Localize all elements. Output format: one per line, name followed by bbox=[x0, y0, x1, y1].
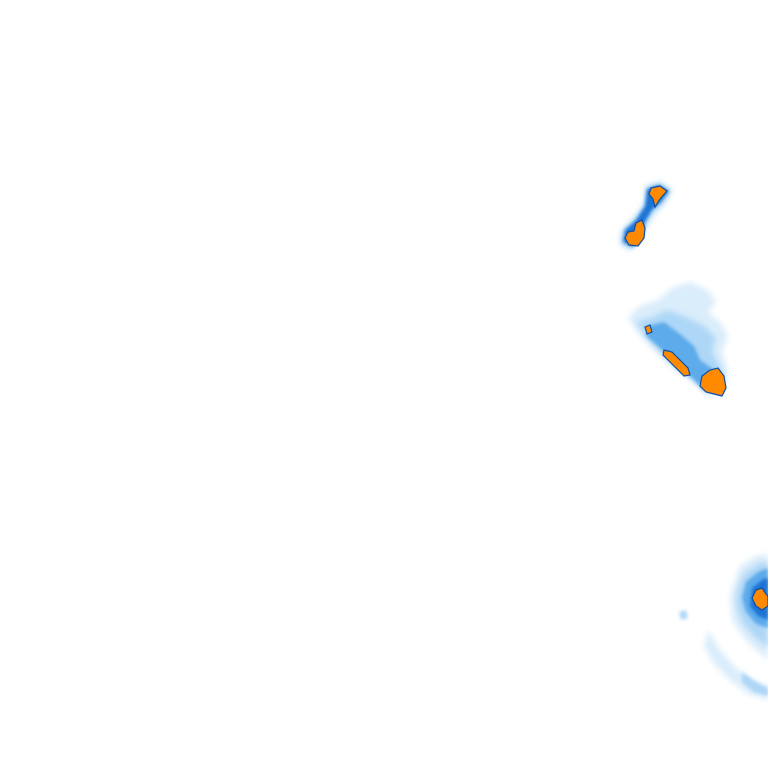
precipitation-cell-southeast bbox=[679, 554, 768, 700]
cell-central-core-3 bbox=[699, 367, 727, 397]
cell-central-core-1 bbox=[644, 324, 653, 335]
cell-north-core-lower bbox=[624, 219, 646, 247]
precipitation-cell-central bbox=[628, 282, 728, 397]
cell-southeast-core bbox=[751, 587, 768, 611]
cell-southeast-arc-light bbox=[742, 672, 768, 696]
precipitation-cell-north bbox=[620, 182, 672, 250]
cell-southeast-speck bbox=[679, 610, 688, 620]
cell-central-core-2 bbox=[662, 349, 691, 377]
cell-north-core-upper bbox=[648, 185, 668, 209]
